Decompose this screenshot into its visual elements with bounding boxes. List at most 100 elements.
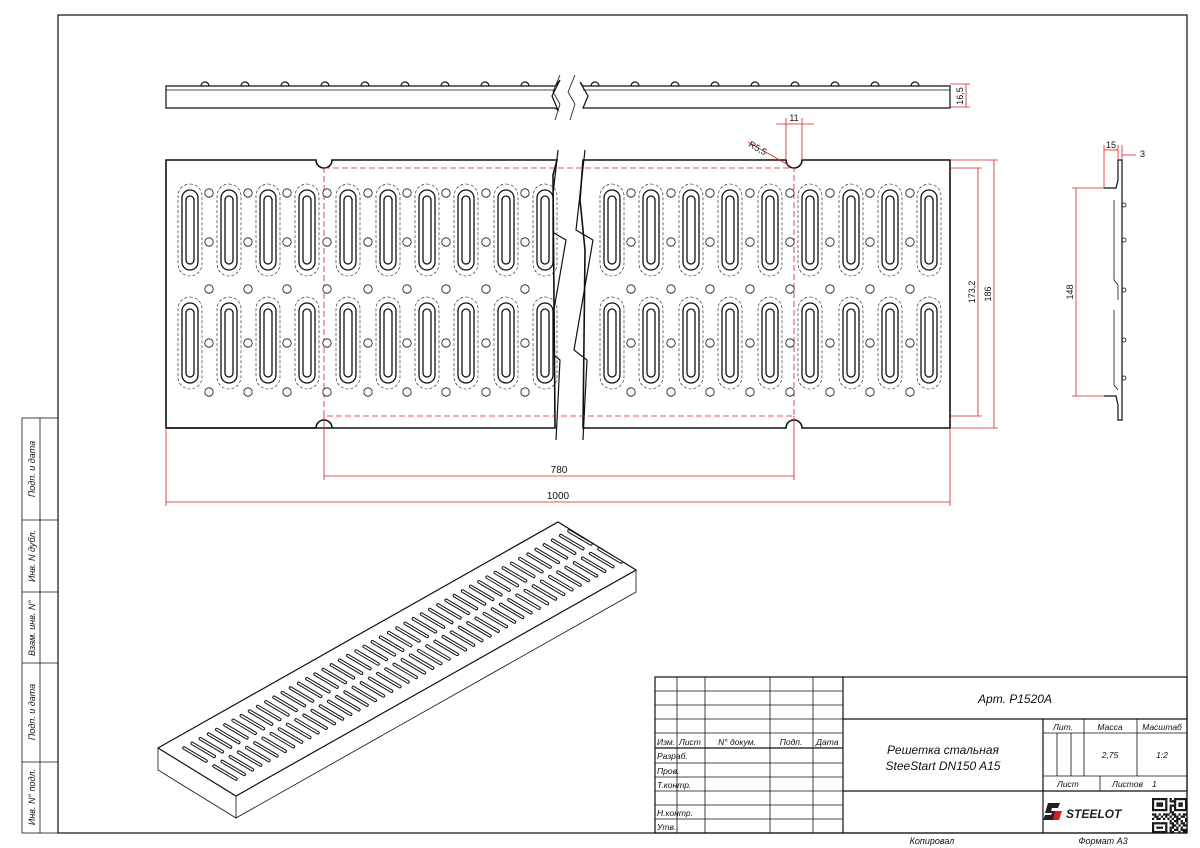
dim-section-flange: 15 [1106, 140, 1116, 150]
iso-slot-hole [347, 654, 371, 670]
side-stamp: Подп. и дата Инв. N дубл. Взам. инв. N° … [21, 417, 59, 834]
hole [441, 237, 451, 247]
qr-module [1165, 828, 1168, 831]
hole [705, 237, 715, 247]
iso-slot-hole [322, 668, 347, 684]
qr-module [1176, 817, 1179, 820]
slot-inner [646, 195, 656, 265]
dim-outer-height: 186 [983, 286, 993, 301]
hole [785, 237, 795, 247]
iso-slot-hole [330, 664, 355, 679]
qr-module [1182, 828, 1185, 831]
qr-module [1185, 817, 1188, 820]
slot-outline [177, 183, 203, 277]
iso-slot-hole [426, 645, 450, 660]
plan-view [165, 149, 951, 441]
mass-label: Масса [1097, 722, 1122, 732]
hole [441, 338, 451, 348]
sheet-label: Лист [1056, 779, 1079, 789]
slot-outline [717, 296, 743, 390]
qr-module [1160, 815, 1163, 818]
slot-inner [185, 308, 195, 378]
qr-module [1176, 826, 1179, 829]
article-number: Арт. P1520A [977, 692, 1052, 706]
qr-module [1180, 828, 1183, 831]
iso-slot-hole [445, 599, 469, 615]
slot-inner [422, 195, 432, 265]
hole [865, 237, 875, 247]
qr-module [1180, 822, 1183, 825]
mass-value: 2,75 [1101, 750, 1119, 760]
hole [322, 284, 332, 294]
product-name-line2: SteeStart DN150 A15 [886, 759, 1001, 773]
qr-module [1171, 813, 1174, 816]
hole [745, 237, 755, 247]
stamp-label-sign-date-1: Подп. и дата [27, 441, 37, 497]
hole [865, 188, 875, 198]
slot-outline [797, 296, 823, 390]
qr-module [1185, 828, 1188, 831]
slot-outline [493, 183, 519, 277]
qr-module [1158, 813, 1161, 816]
qr-module [1158, 802, 1161, 805]
qr-module [1169, 828, 1172, 831]
qr-module [1185, 820, 1188, 823]
slot-outline [532, 296, 558, 390]
hole [626, 284, 636, 294]
qr-module [1163, 809, 1166, 812]
slot-outline [877, 296, 903, 390]
iso-slot-hole [237, 751, 262, 766]
qr-module [1156, 798, 1159, 801]
qr-module [1163, 822, 1166, 825]
slot-inner [302, 195, 312, 265]
col-header-sheet: Лист [678, 737, 701, 747]
slot-outline [916, 296, 942, 390]
hole [481, 387, 491, 397]
qr-module [1154, 798, 1157, 801]
qr-module [1154, 822, 1157, 825]
qr-module [1171, 826, 1174, 829]
iso-slot-hole [428, 608, 453, 624]
iso-slot-hole [213, 765, 237, 780]
qr-module [1156, 831, 1159, 834]
iso-slot-hole [499, 603, 524, 619]
slot-outline [493, 296, 519, 390]
iso-slot-hole [486, 576, 510, 591]
isometric-view [156, 521, 638, 819]
hole [905, 284, 915, 294]
slot-inner [302, 308, 312, 378]
slot-outline [638, 296, 664, 390]
hole [481, 284, 491, 294]
hole [402, 237, 412, 247]
iso-slot-hole [590, 552, 614, 568]
hole [402, 338, 412, 348]
qr-module [1174, 800, 1177, 803]
slot-inner [501, 308, 511, 378]
iso-slot-hole [224, 724, 248, 739]
hole [282, 338, 292, 348]
hole [745, 338, 755, 348]
qr-module [1169, 798, 1172, 801]
hole [402, 188, 412, 198]
qr-module [1156, 826, 1159, 829]
qr-module [1171, 804, 1174, 807]
sheets-value: 1 [1152, 779, 1157, 789]
iso-slot-hole [516, 594, 540, 609]
iso-slot-hole [265, 701, 289, 716]
iso-slot-hole [524, 589, 549, 605]
slot-inner [540, 308, 550, 378]
edge-bump [280, 81, 290, 87]
hole [785, 387, 795, 397]
iso-slot-hole [363, 645, 387, 661]
edge-bump [870, 81, 880, 87]
qr-module [1152, 817, 1155, 820]
qr-module [1160, 802, 1163, 805]
edge-bump [440, 81, 450, 87]
hole [243, 284, 253, 294]
dim-outer-length: 1000 [547, 491, 570, 502]
slot-inner [343, 195, 353, 265]
iso-slot-hole [295, 719, 319, 734]
hole [705, 387, 715, 397]
iso-slot-hole [327, 700, 352, 716]
qr-module [1160, 822, 1163, 825]
